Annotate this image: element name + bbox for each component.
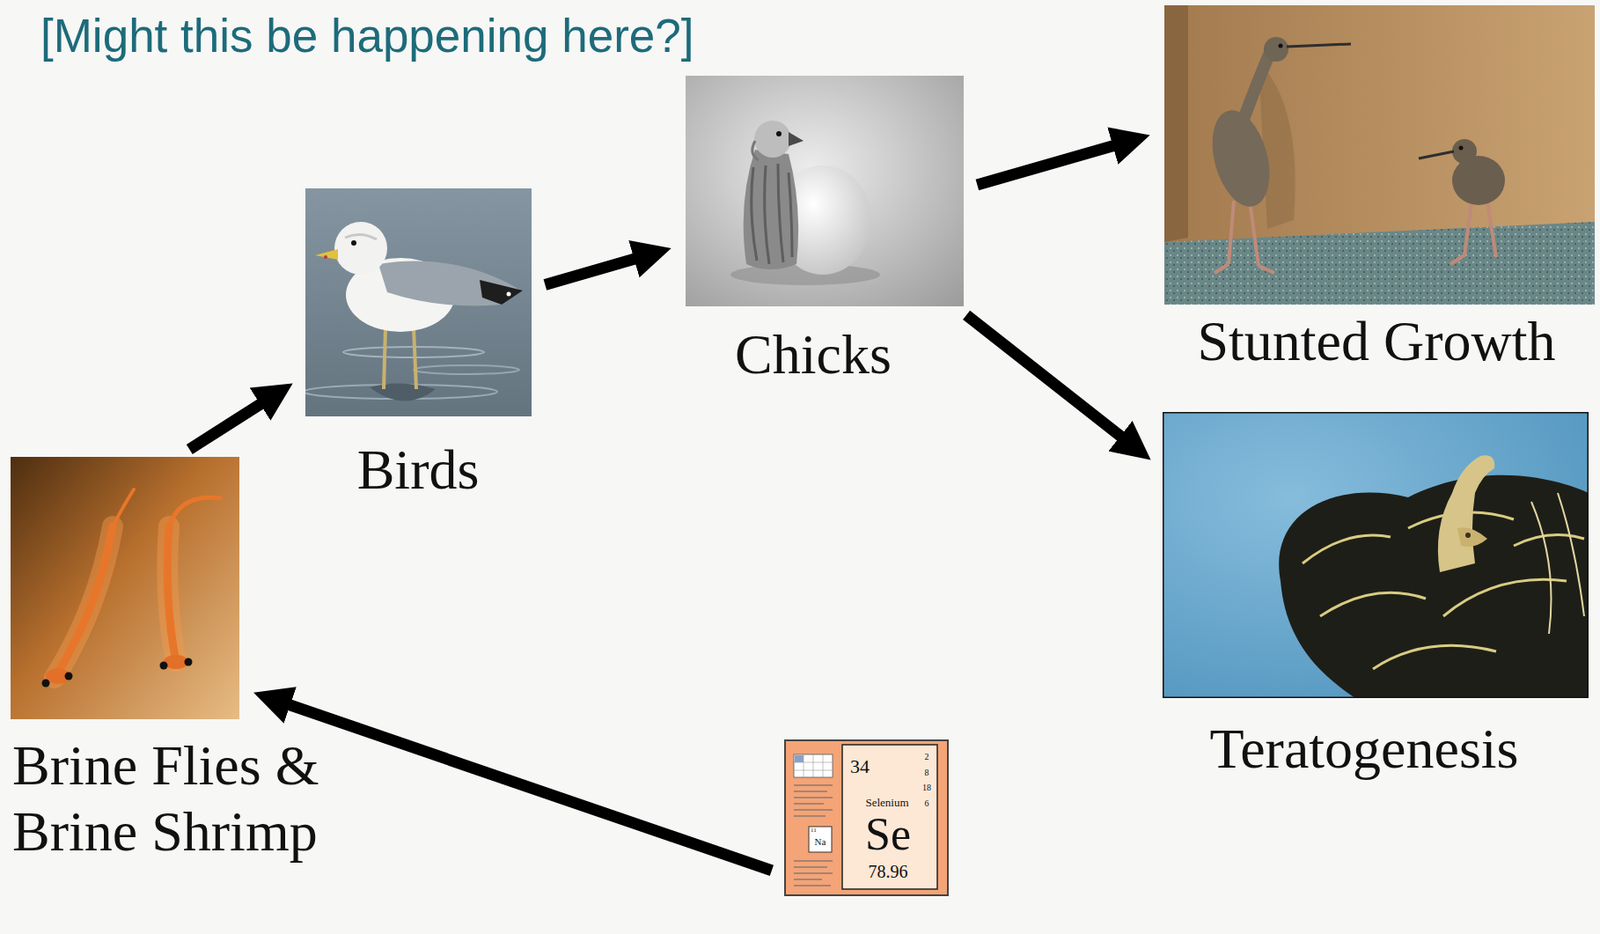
shell-count: 18 [922, 783, 932, 793]
deformed-chick-photo [1162, 411, 1589, 698]
element-tile-art [785, 740, 948, 896]
arrow-connector [289, 704, 772, 871]
node-label: Teratogenesis [1210, 715, 1520, 782]
photo-node: Teratogenesis [1162, 411, 1589, 698]
arrow-connector [189, 403, 261, 450]
hatching-chick-photo [685, 75, 964, 307]
element-name: Selenium [865, 796, 909, 808]
photo-node: Chicks [685, 75, 964, 307]
arrow-connector [966, 315, 1122, 437]
brine-shrimp-photo [10, 456, 240, 720]
atomic-mass: 78.96 [868, 862, 909, 881]
atomic-number: 34 [850, 756, 870, 777]
photo-node: Birds [305, 188, 532, 417]
shell-count: 6 [924, 799, 930, 808]
arrow-connector [976, 145, 1114, 185]
node-label: Chicks [734, 321, 892, 388]
element-tile: 34 2 8 18 6 SeleniumSe 78.96 11Na [785, 740, 948, 896]
node-label: Stunted Growth [1196, 308, 1556, 375]
gull-photo [305, 188, 532, 417]
node-label: Birds [357, 436, 480, 503]
slide-title: [Might this be happening here?] [40, 12, 695, 59]
photo-node: Stunted Growth [1164, 5, 1595, 305]
shell-count: 8 [924, 768, 930, 778]
arrow-connector [544, 258, 635, 286]
photo-node: Brine Flies & Brine Shrimp [10, 456, 240, 720]
element-symbol: Se [865, 811, 911, 858]
node-label: Brine Flies & Brine Shrimp [12, 732, 365, 865]
stilt-chicks-photo [1164, 5, 1595, 305]
inset-symbol: Na [814, 836, 827, 847]
inset-number: 11 [810, 827, 817, 834]
shell-count: 2 [924, 752, 930, 762]
